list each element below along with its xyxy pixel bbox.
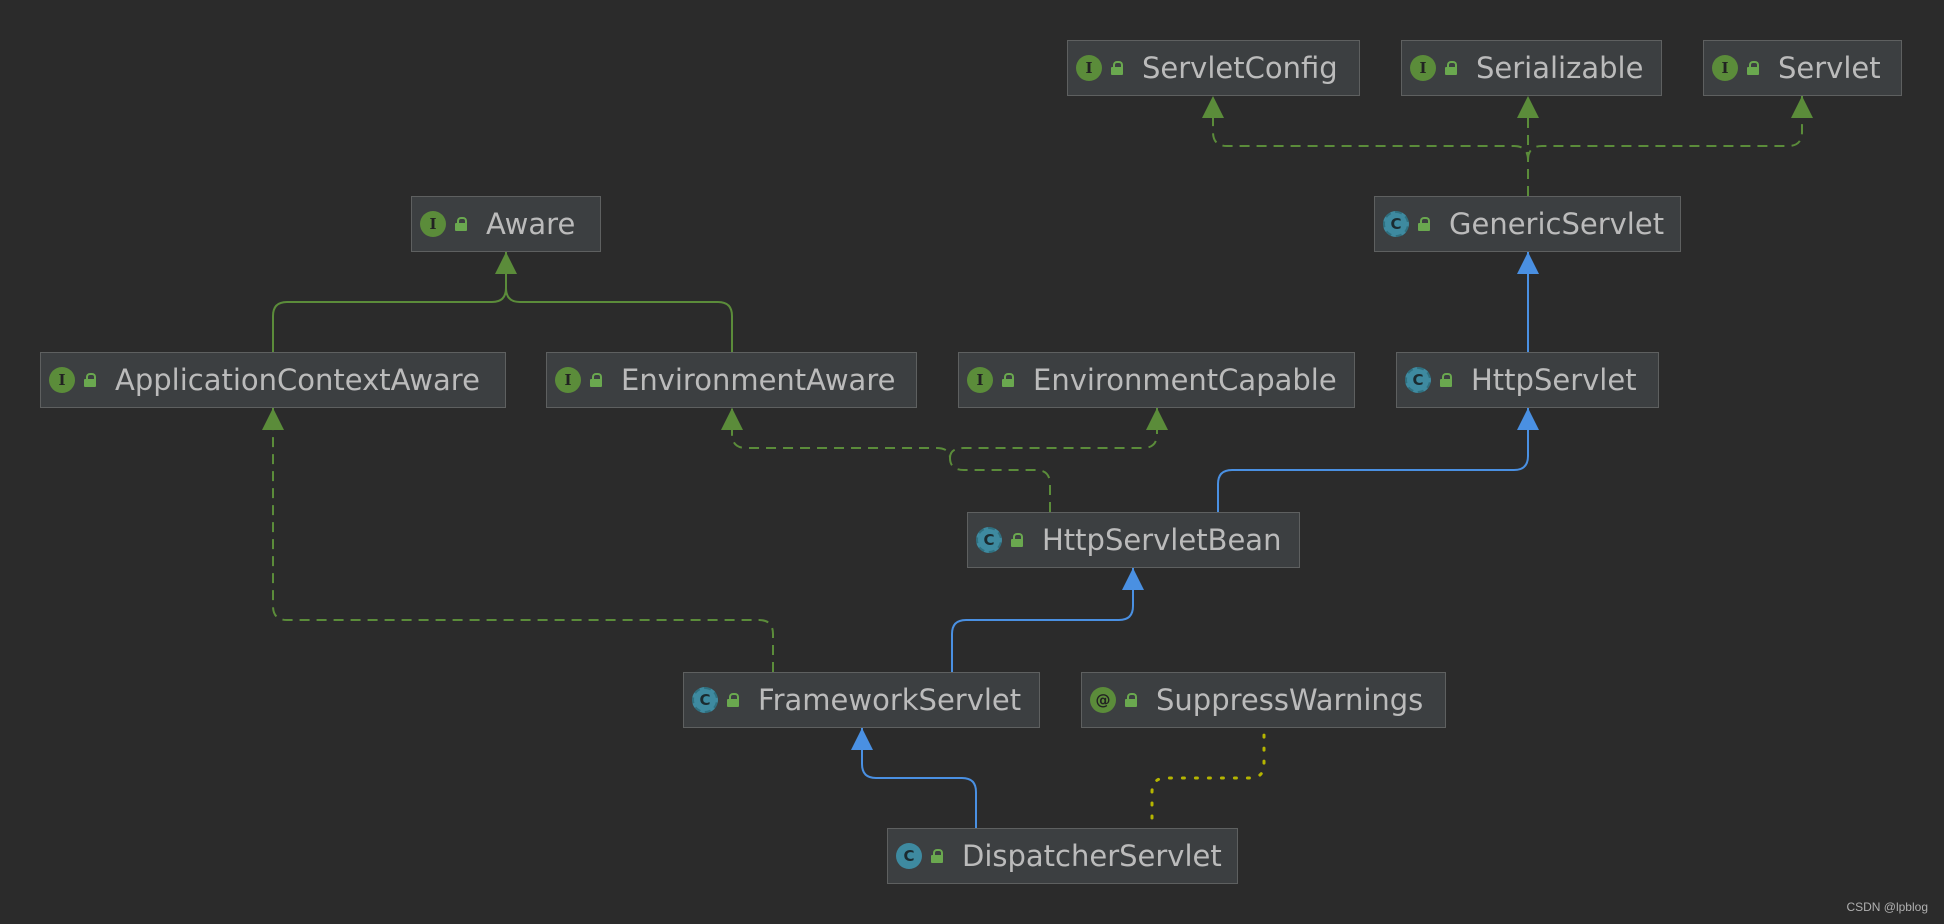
node-suppress-warnings[interactable]: @ SuppressWarnings xyxy=(1081,672,1446,728)
inheritance-arrowhead xyxy=(721,408,743,430)
node-servlet-config[interactable]: I ServletConfig xyxy=(1067,40,1360,96)
interface-icon: I xyxy=(420,211,446,237)
node-label: DispatcherServlet xyxy=(962,839,1222,873)
interface-icon: I xyxy=(555,367,581,393)
inheritance-arrowhead xyxy=(1517,252,1539,274)
node-dispatcher-servlet[interactable]: C DispatcherServlet xyxy=(887,828,1238,884)
public-lock-icon xyxy=(1439,373,1453,387)
public-lock-icon xyxy=(1746,61,1760,75)
node-label: EnvironmentAware xyxy=(621,363,896,397)
edge-framework-servlet-to-http-servlet-bean xyxy=(951,568,1134,672)
interface-icon: I xyxy=(1410,55,1436,81)
abstract-class-icon: C xyxy=(976,527,1002,553)
node-label: ServletConfig xyxy=(1142,51,1338,85)
interface-icon: I xyxy=(1712,55,1738,81)
public-lock-icon xyxy=(1444,61,1458,75)
node-aware[interactable]: I Aware xyxy=(411,196,601,252)
public-lock-icon xyxy=(1417,217,1431,231)
inheritance-arrowhead xyxy=(1202,96,1224,118)
node-environment-capable[interactable]: I EnvironmentCapable xyxy=(958,352,1355,408)
node-label: GenericServlet xyxy=(1449,207,1665,241)
node-label: FrameworkServlet xyxy=(758,683,1022,717)
node-label: ApplicationContextAware xyxy=(115,363,480,397)
interface-icon: I xyxy=(1076,55,1102,81)
edge-http-servlet-bean-to-http-servlet xyxy=(1217,408,1529,512)
node-servlet[interactable]: I Servlet xyxy=(1703,40,1902,96)
public-lock-icon xyxy=(1010,533,1024,547)
node-http-servlet-bean[interactable]: C HttpServletBean xyxy=(967,512,1300,568)
node-framework-servlet[interactable]: C FrameworkServlet xyxy=(683,672,1040,728)
edge-http-servlet-bean-to-environment-capable xyxy=(949,408,1158,459)
public-lock-icon xyxy=(454,217,468,231)
inheritance-arrowhead xyxy=(1122,568,1144,590)
edge-generic-servlet-to-servlet-config xyxy=(1212,96,1529,196)
edge-http-servlet-bean-to-environment-aware xyxy=(731,408,1051,512)
node-label: Serializable xyxy=(1476,51,1644,85)
edge-framework-servlet-to-application-context-aware xyxy=(272,408,774,672)
inheritance-arrowhead xyxy=(1146,408,1168,430)
inheritance-arrowhead xyxy=(851,728,873,750)
interface-icon: I xyxy=(967,367,993,393)
abstract-class-icon: C xyxy=(1405,367,1431,393)
edge-dispatcher-servlet-to-framework-servlet xyxy=(861,728,977,828)
node-label: EnvironmentCapable xyxy=(1033,363,1337,397)
node-application-context-aware[interactable]: I ApplicationContextAware xyxy=(40,352,506,408)
node-generic-servlet[interactable]: C GenericServlet xyxy=(1374,196,1681,252)
abstract-class-icon: C xyxy=(692,687,718,713)
inheritance-arrowhead xyxy=(1517,408,1539,430)
node-label: Aware xyxy=(486,207,576,241)
public-lock-icon xyxy=(1001,373,1015,387)
node-label: HttpServlet xyxy=(1471,363,1637,397)
node-http-servlet[interactable]: C HttpServlet xyxy=(1396,352,1659,408)
inheritance-arrowhead xyxy=(262,408,284,430)
public-lock-icon xyxy=(83,373,97,387)
public-lock-icon xyxy=(930,849,944,863)
class-icon: C xyxy=(896,843,922,869)
abstract-class-icon: C xyxy=(1383,211,1409,237)
node-label: SuppressWarnings xyxy=(1156,683,1424,717)
interface-icon: I xyxy=(49,367,75,393)
node-label: Servlet xyxy=(1778,51,1881,85)
inheritance-arrowhead xyxy=(495,252,517,274)
inheritance-arrowhead xyxy=(1517,96,1539,118)
public-lock-icon xyxy=(726,693,740,707)
node-environment-aware[interactable]: I EnvironmentAware xyxy=(546,352,917,408)
edge-application-context-aware-to-aware xyxy=(272,252,507,352)
node-label: HttpServletBean xyxy=(1042,523,1282,557)
edge-environment-aware-to-aware xyxy=(505,287,733,352)
watermark: CSDN @lpblog xyxy=(1846,900,1928,914)
inheritance-arrowhead xyxy=(1791,96,1813,118)
edge-generic-servlet-to-servlet xyxy=(1527,96,1803,161)
public-lock-icon xyxy=(1110,61,1124,75)
annotation-icon: @ xyxy=(1090,687,1116,713)
edge-dispatcher-servlet-to-suppress-warnings xyxy=(1150,733,1266,820)
public-lock-icon xyxy=(589,373,603,387)
public-lock-icon xyxy=(1124,693,1138,707)
node-serializable[interactable]: I Serializable xyxy=(1401,40,1662,96)
